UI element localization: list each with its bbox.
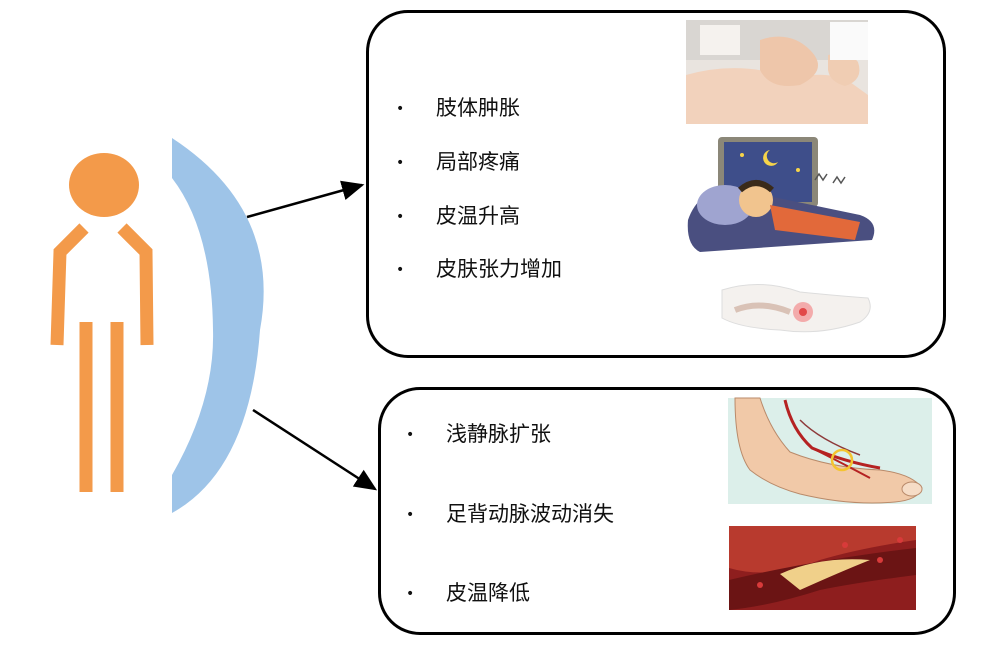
symptom-label: 肢体肿胀 <box>436 96 520 120</box>
bullet: • <box>406 586 415 602</box>
symptom-label: 浅静脉扩张 <box>446 422 551 446</box>
bullet: • <box>396 209 405 225</box>
blue-arc-bracket <box>172 138 264 513</box>
bullet: • <box>396 155 405 171</box>
list-item: • 局部疼痛 <box>396 146 520 176</box>
list-item: • 皮肤张力增加 <box>396 253 562 283</box>
top-symptom-box <box>366 10 946 358</box>
bullet: • <box>406 507 415 523</box>
symptom-label: 足背动脉波动消失 <box>446 502 614 526</box>
arrow-to-top-box <box>246 180 365 219</box>
arrow-to-bottom-box <box>252 408 378 491</box>
list-item: • 足背动脉波动消失 <box>406 498 614 528</box>
person-figure-icon <box>50 153 154 492</box>
list-item: • 皮温升高 <box>396 200 520 230</box>
list-item: • 肢体肿胀 <box>396 92 520 122</box>
symptom-label: 皮肤张力增加 <box>436 257 562 281</box>
list-item: • 浅静脉扩张 <box>406 418 551 448</box>
bullet: • <box>396 262 405 278</box>
list-item: • 皮温降低 <box>406 577 530 607</box>
bullet: • <box>396 101 405 117</box>
symptom-label: 皮温降低 <box>446 581 530 605</box>
symptom-label: 皮温升高 <box>436 204 520 228</box>
symptom-label: 局部疼痛 <box>436 150 520 174</box>
bullet: • <box>406 427 415 443</box>
